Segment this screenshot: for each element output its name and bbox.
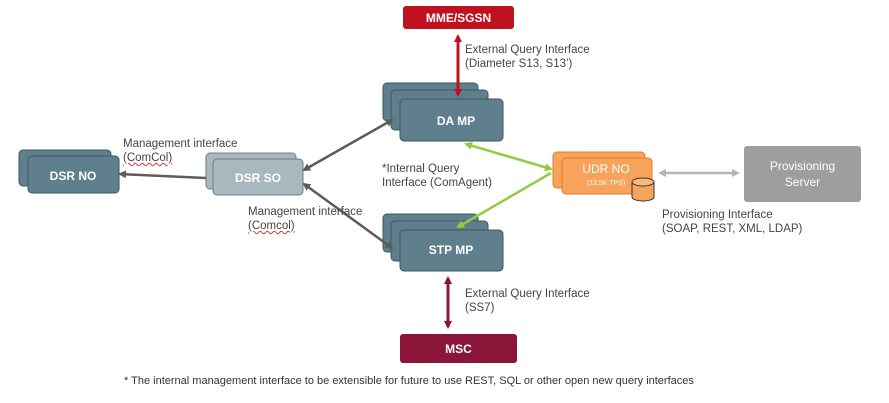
dsr-no-node: DSR NO bbox=[18, 149, 120, 194]
internal-query-interface-label: *Internal Query Interface (ComAgent) bbox=[382, 163, 492, 189]
provisioning-interface-label: Provisioning Interface (SOAP, REST, XML,… bbox=[662, 209, 803, 235]
management-interface-bottom-label: Management interface (Comcol) bbox=[248, 206, 363, 232]
external-query-top-label: External Query Interface (Diameter S13, … bbox=[465, 44, 590, 70]
so-no-arrow bbox=[118, 170, 207, 180]
udr-no-label: UDR NO bbox=[582, 162, 629, 176]
provisioning-server-label-2: Server bbox=[785, 175, 820, 189]
so-da-arrow bbox=[302, 118, 394, 172]
udr-no-node: UDR NO (12.5K TPS) bbox=[552, 151, 653, 195]
dsr-so-label: DSR SO bbox=[235, 171, 281, 185]
udr-stp-arrow bbox=[456, 171, 552, 229]
dsr-so-node: DSR SO bbox=[205, 152, 304, 196]
da-mp-label: DA MP bbox=[437, 114, 475, 128]
so-stp-arrow bbox=[302, 182, 394, 250]
msc-label: MSC bbox=[445, 342, 472, 356]
external-query-bottom-label: External Query Interface (SS7) bbox=[465, 288, 590, 314]
da-udr-arrow bbox=[464, 141, 553, 172]
provisioning-server-node: Provisioning Server bbox=[744, 146, 861, 202]
management-interface-left-label: Management interface (ComCol) bbox=[123, 138, 238, 164]
stp-mp-node: STP MP bbox=[382, 213, 504, 272]
msc-node: MSC bbox=[400, 334, 517, 363]
provisioning-server-label-1: Provisioning bbox=[770, 159, 835, 173]
database-icon bbox=[631, 177, 655, 202]
udr-tps-label: (12.5K TPS) bbox=[587, 180, 625, 187]
da-mp-node: DA MP bbox=[382, 82, 504, 142]
mme-sgsn-label: MME/SGSN bbox=[426, 11, 491, 25]
footnote: * The internal management interface to b… bbox=[124, 375, 694, 387]
mme-sgsn-node: MME/SGSN bbox=[403, 6, 514, 29]
dsr-no-label: DSR NO bbox=[50, 169, 97, 183]
stp-mp-label: STP MP bbox=[429, 243, 473, 257]
